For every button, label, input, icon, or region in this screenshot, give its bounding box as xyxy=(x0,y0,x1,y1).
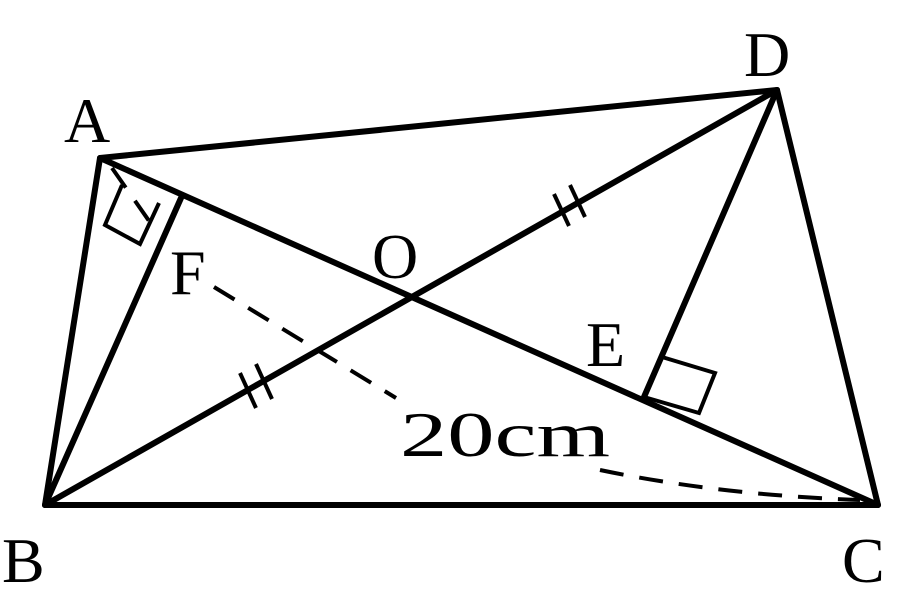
side-cd xyxy=(774,87,881,508)
label-f: F xyxy=(170,237,206,308)
right-angle-marker-f xyxy=(102,184,161,247)
label-c: C xyxy=(842,525,885,596)
label-b: B xyxy=(2,525,45,596)
label-o: O xyxy=(372,221,418,292)
label-e: E xyxy=(586,309,625,380)
tick-mark-ob-2 xyxy=(254,363,274,400)
tick-mark-od-2 xyxy=(568,184,587,218)
label-a: A xyxy=(64,85,110,156)
side-da xyxy=(97,87,780,161)
segment-bf xyxy=(42,195,184,508)
segment-de xyxy=(641,87,780,400)
tick-mark-ob-1 xyxy=(238,372,258,409)
right-angle-marker-e xyxy=(643,355,718,416)
tick-mark-od-1 xyxy=(552,193,571,227)
measurement-dashed-line xyxy=(110,166,861,502)
side-ab xyxy=(42,155,103,508)
diagonal-bd xyxy=(42,87,780,508)
label-d: D xyxy=(744,19,790,90)
measurement-label: 20cm xyxy=(400,399,610,470)
diagonal-ac xyxy=(97,155,881,508)
